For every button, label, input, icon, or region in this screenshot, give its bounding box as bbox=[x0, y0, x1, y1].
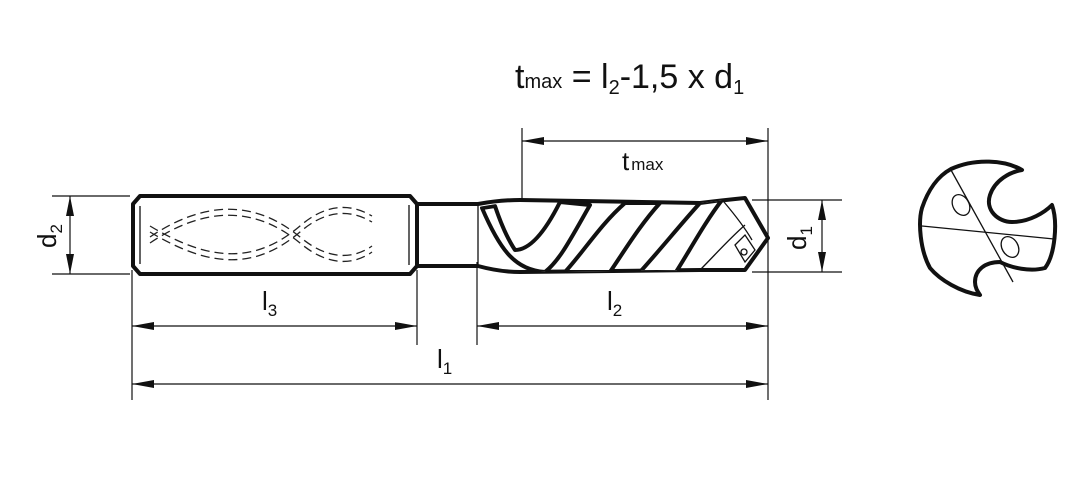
dimension-l1: l1 bbox=[132, 344, 768, 388]
svg-text:d2: d2 bbox=[32, 224, 66, 248]
dimension-d2: d2 bbox=[32, 196, 74, 274]
coolant-channel-2 bbox=[149, 214, 373, 263]
svg-text:tmax: tmax bbox=[622, 146, 664, 176]
svg-text:l2: l2 bbox=[607, 286, 622, 320]
dimension-d1: d1 bbox=[782, 200, 826, 272]
coolant-channel-3 bbox=[149, 212, 373, 261]
drill-cutting-part bbox=[415, 196, 770, 274]
svg-text:l3: l3 bbox=[262, 286, 277, 320]
extension-lines bbox=[52, 128, 842, 400]
drill-end-view bbox=[918, 159, 1058, 297]
formula-text: tmax = l2-1,5 x d1 bbox=[515, 58, 744, 99]
dimension-l3: l3 bbox=[132, 286, 417, 330]
svg-text:d1: d1 bbox=[782, 226, 816, 250]
dimension-l2: l2 bbox=[477, 286, 768, 330]
drill-shank bbox=[131, 194, 419, 276]
coolant-channel-1 bbox=[149, 208, 373, 257]
coolant-channel-4 bbox=[149, 206, 373, 255]
svg-text:l1: l1 bbox=[437, 344, 452, 378]
